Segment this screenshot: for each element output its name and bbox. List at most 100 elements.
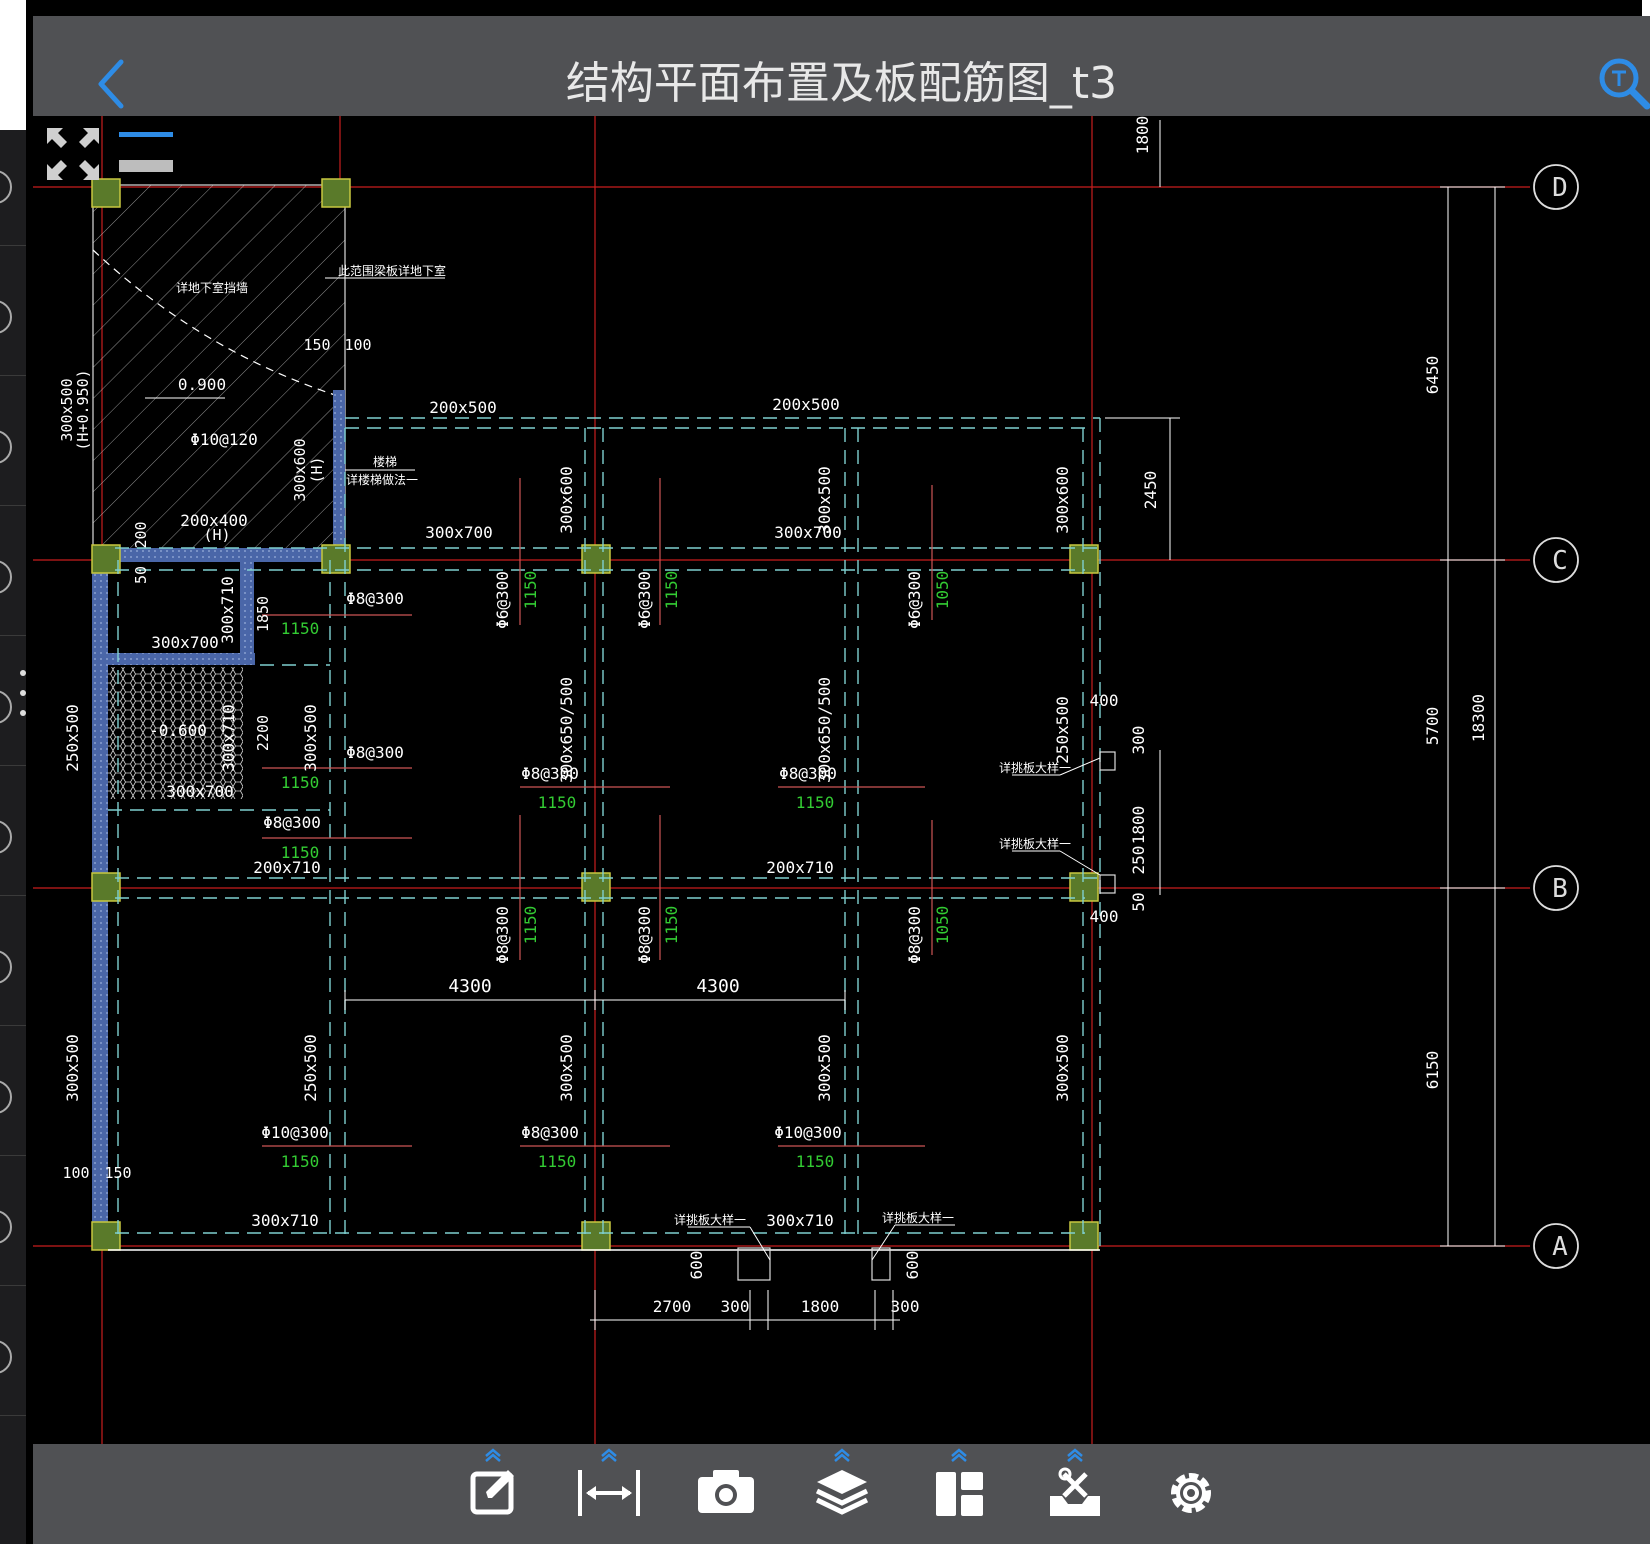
drawing-note: 此范围梁板详地下室 (338, 263, 446, 278)
side-circle-icon (0, 170, 12, 204)
beam-label: 300x650/500 (815, 677, 834, 783)
rebar-label: Φ8@300 (905, 906, 924, 964)
dimension-label: 1800 (1129, 806, 1148, 845)
back-button[interactable] (93, 56, 133, 112)
rebar-label: Φ10@300 (774, 1123, 841, 1142)
chevron-up-expand-icon[interactable] (916, 1444, 1002, 1464)
column (321, 544, 351, 574)
rebar-label: Φ8@300 (493, 906, 512, 964)
drawing-note: 详挑板大样一 (882, 1210, 954, 1225)
rebar-label: Φ8@300 (779, 764, 837, 783)
grip-dot[interactable] (20, 710, 26, 716)
dimension-label: 100 (62, 1164, 89, 1182)
span-dimension-label: 4300 (448, 976, 491, 997)
beam-label: (H+0.950) (74, 369, 92, 450)
rebar-label: Φ8@300 (346, 589, 404, 608)
drawing-note: 详挑板大样一 (999, 760, 1071, 775)
side-circle-icon (0, 820, 12, 854)
rebar-label: Φ8@300 (521, 764, 579, 783)
toolbar-screenshot-button[interactable] (683, 1444, 769, 1544)
dimension-label: 6450 (1423, 356, 1442, 395)
text-search-button[interactable] (1595, 54, 1650, 114)
dimension-label: 300 (721, 1297, 750, 1316)
toolbar-settings-button[interactable] (1148, 1444, 1234, 1544)
note-leader (1059, 757, 1101, 776)
beam-label: 200x710 (253, 858, 320, 877)
drawing-note: 详挑板大样一 (674, 1212, 746, 1227)
grip-dot[interactable] (20, 670, 26, 676)
beam-label: 300x700 (774, 523, 841, 542)
toolbar-layers-button[interactable] (799, 1444, 885, 1544)
beam-label: 300x700 (166, 782, 233, 801)
chevron-up-expand-icon[interactable] (566, 1444, 652, 1464)
beam-label: 200x500 (429, 398, 496, 417)
measure-icon (578, 1470, 640, 1516)
beam-label: 300x600 (291, 438, 309, 501)
span-dimension-label: 4300 (696, 976, 739, 997)
drawing-note: 楼梯 (373, 454, 397, 469)
beam-label: 300x700 (151, 633, 218, 652)
reinforcement-length: 1150 (538, 1152, 577, 1171)
note-leader (871, 1224, 896, 1261)
layout-toggle-button[interactable] (117, 126, 175, 176)
reinforcement-length: 1150 (281, 1152, 320, 1171)
reinforcement-length: 1150 (662, 906, 681, 945)
chevron-up-expand-icon[interactable] (799, 1444, 885, 1464)
bars-toggle-icon (119, 132, 173, 172)
toolbar-layout-button[interactable] (916, 1444, 1002, 1544)
beam-label: 200x710 (766, 858, 833, 877)
fullscreen-button[interactable] (45, 126, 101, 182)
reinforcement-length: 1150 (521, 571, 540, 610)
reinforcement-length: 1150 (281, 773, 320, 792)
beam-label: 300x500 (301, 704, 320, 771)
axis-bubble (1533, 1223, 1579, 1269)
column (581, 872, 611, 902)
dimension-label: 150 (104, 1164, 131, 1182)
beam-label: 200x400 (180, 511, 247, 530)
rebar-label: Φ8@300 (635, 906, 654, 964)
drawing-note: 详地下室挡墙 (176, 280, 248, 295)
side-circle-icon (0, 1210, 12, 1244)
cantilever-outline (737, 1247, 771, 1281)
reinforcement-length: 1050 (933, 906, 952, 945)
toolbar-tools-button[interactable] (1032, 1444, 1118, 1544)
side-circle-icon (0, 300, 12, 334)
dimension-label: 50 (132, 566, 150, 584)
reinforcement-length: 1150 (281, 843, 320, 862)
column (1069, 872, 1099, 902)
grip-dot[interactable] (20, 690, 26, 696)
axis-bubble (1533, 164, 1579, 210)
column (1069, 544, 1099, 574)
chevron-up-expand-icon[interactable] (450, 1444, 536, 1464)
reinforcement-length: 1150 (796, 793, 835, 812)
beam-label: 300x700 (425, 523, 492, 542)
wall-top-left (92, 548, 342, 562)
beam-label: 300x710 (219, 704, 238, 771)
elevation-label: 0.900 (178, 375, 226, 394)
axis-bubble-label: A (1552, 1232, 1568, 1262)
toolbar-annotate-button[interactable] (450, 1444, 536, 1544)
side-divider (0, 895, 26, 896)
top-navigation-bar: 结构平面布置及板配筋图_t3 (33, 16, 1650, 116)
side-circle-icon (0, 560, 12, 594)
dimension-label: 2700 (653, 1297, 692, 1316)
drawing-note: 详挑板大样一 (999, 836, 1071, 851)
toolbar-measure-button[interactable] (566, 1444, 652, 1544)
dimension-label: 300 (1129, 726, 1148, 755)
dimension-label: 100 (344, 336, 371, 354)
beam-label: 300x600 (557, 466, 576, 533)
axis-bubble-label: B (1552, 874, 1568, 904)
beam-label: (H) (203, 526, 230, 544)
dimension-label: 400 (1090, 907, 1119, 926)
beam-label: 300x600 (1053, 466, 1072, 533)
side-divider (0, 245, 26, 246)
dimension-label: 18300 (1469, 694, 1488, 742)
side-divider (0, 765, 26, 766)
gear-icon (1171, 1473, 1211, 1513)
rebar-label: Φ6@300 (635, 571, 654, 629)
chevron-left-icon (98, 59, 124, 109)
wall-inner (240, 560, 254, 660)
dimension-label: 600 (687, 1251, 706, 1280)
chevron-up-expand-icon[interactable] (1032, 1444, 1118, 1464)
